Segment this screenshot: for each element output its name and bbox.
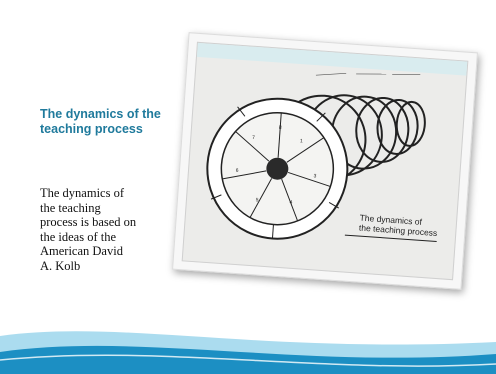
wave-highlight [0, 354, 496, 367]
spiral-coil [355, 96, 410, 163]
svg-text:6: 6 [235, 168, 238, 174]
wheel-spokes [222, 112, 331, 222]
footer-wave [0, 331, 496, 374]
spiral-coil [395, 100, 426, 147]
diagram-photo: 1 3 4 5 6 7 8 The dynamics of the teachi… [172, 32, 478, 290]
cycle-arrows [315, 72, 421, 76]
slide-title: The dynamics of the teaching process [40, 107, 161, 136]
svg-text:1: 1 [300, 138, 303, 144]
svg-text:3: 3 [313, 173, 316, 179]
svg-text:8: 8 [279, 125, 282, 131]
slide-body-text: The dynamics of the teaching process is … [40, 186, 137, 273]
svg-text:5: 5 [255, 197, 258, 203]
spiral-coil [376, 99, 419, 155]
svg-text:4: 4 [289, 200, 292, 206]
svg-text:7: 7 [252, 135, 255, 141]
wheel-hub [266, 157, 289, 180]
teaching-cycle-diagram: 1 3 4 5 6 7 8 [206, 72, 426, 240]
outer-ring-dividers [210, 106, 340, 239]
main-wheel: 1 3 4 5 6 7 8 [206, 97, 349, 240]
diagram-photo-inner: 1 3 4 5 6 7 8 The dynamics of the teachi… [181, 41, 469, 281]
segment-numbers: 1 3 4 5 6 7 8 [235, 125, 316, 206]
